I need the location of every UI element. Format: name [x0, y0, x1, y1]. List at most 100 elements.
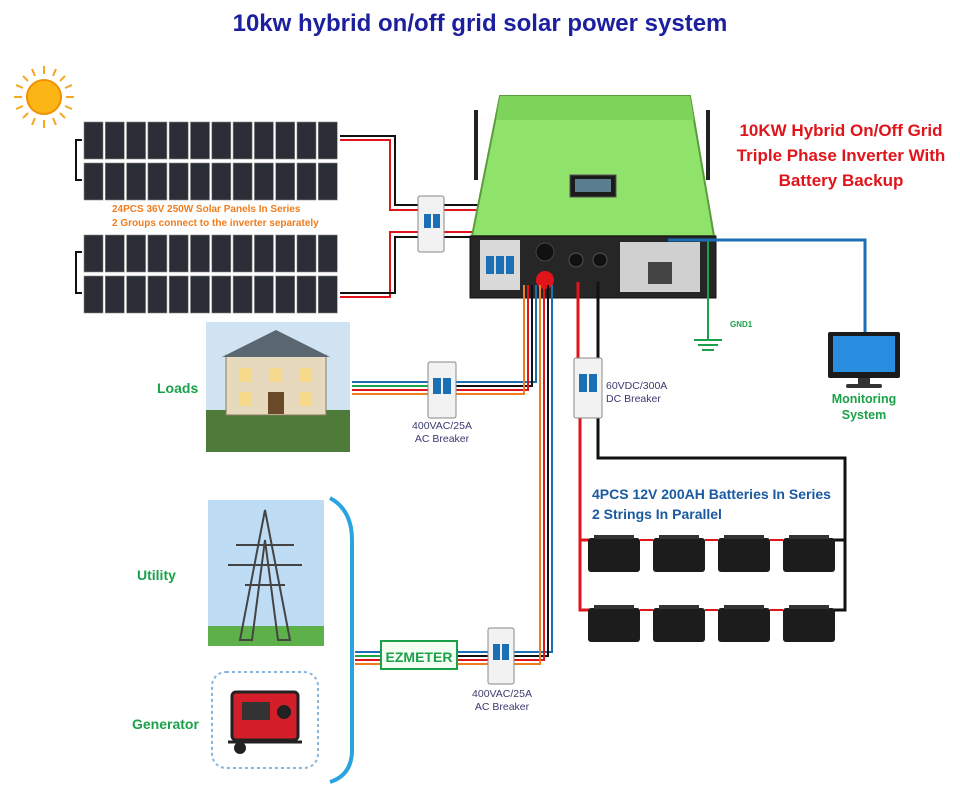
solar-panel-icon: [190, 275, 210, 314]
solar-panel-icon: [232, 234, 253, 273]
solar-caption-line1: 24PCS 36V 250W Solar Panels In Series: [112, 204, 301, 215]
grid-breaker-label: 400VAC/25A AC Breaker: [462, 688, 542, 714]
solar-panel-icon: [317, 275, 338, 314]
solar-array-bottom: [83, 234, 338, 314]
battery-icon: [588, 538, 640, 572]
monitor-icon: [828, 332, 900, 388]
inverter-caption-line2: Triple Phase Inverter With: [736, 146, 946, 165]
battery-icon: [588, 608, 640, 642]
solar-panel-icon: [254, 162, 274, 201]
inverter-caption-line3: Battery Backup: [778, 171, 904, 190]
loads-breaker-line2: AC Breaker: [414, 433, 470, 445]
solar-panel-icon: [105, 121, 125, 160]
solar-panel-icon: [317, 121, 338, 160]
battery-icon: [718, 538, 770, 572]
battery-top: [594, 535, 634, 539]
solar-panel-icon: [254, 121, 274, 160]
generator-label: Generator: [132, 716, 199, 732]
generator-image: [211, 671, 319, 769]
solar-panel-icon: [168, 162, 189, 201]
inverter-caption-line1: 10KW Hybrid On/Off Grid: [739, 121, 943, 140]
battery-icon: [653, 538, 705, 572]
battery-icon: [718, 608, 770, 642]
solar-panel-icon: [126, 234, 146, 273]
solar-panel-icon: [211, 121, 232, 160]
solar-panel-icon: [168, 234, 189, 273]
solar-panel-icon: [296, 275, 317, 314]
house-image: [206, 322, 350, 452]
page-title: 10kw hybrid on/off grid solar power syst…: [232, 10, 728, 37]
solar-panel-icon: [254, 275, 274, 314]
solar-panel-icon: [190, 234, 210, 273]
battery-bank: [588, 535, 835, 642]
solar-panel-icon: [105, 162, 125, 201]
solar-panel-icon: [296, 234, 317, 273]
inverter-caption: 10KW Hybrid On/Off Grid Triple Phase Inv…: [712, 118, 960, 193]
solar-panel-icon: [232, 275, 253, 314]
solar-panel-icon: [296, 121, 317, 160]
battery-top: [659, 605, 699, 609]
battery-caption-line1: 4PCS 12V 200AH Batteries In Series: [592, 486, 831, 502]
solar-panel-icon: [275, 162, 296, 201]
battery-icon: [783, 608, 835, 642]
solar-panel-icon: [83, 275, 104, 314]
solar-panel-icon: [190, 162, 210, 201]
battery-top: [594, 605, 634, 609]
solar-panel-icon: [275, 121, 296, 160]
solar-panel-icon: [147, 275, 168, 314]
solar-panel-icon: [275, 234, 296, 273]
battery-caption-line2: 2 Strings In Parallel: [592, 506, 722, 522]
solar-panel-icon: [126, 121, 146, 160]
tower-image: [208, 500, 324, 646]
solar-caption: 24PCS 36V 250W Solar Panels In Series 2 …: [112, 203, 319, 231]
dc-breaker-line1: 60VDC/300A: [606, 380, 668, 392]
inverter-image: [469, 95, 717, 299]
battery-caption: 4PCS 12V 200AH Batteries In Series 2 Str…: [592, 484, 831, 524]
solar-panel-icon: [317, 234, 338, 273]
solar-panel-icon: [126, 162, 146, 201]
solar-panel-icon: [105, 275, 125, 314]
solar-panel-icon: [105, 234, 125, 273]
solar-panel-icon: [147, 162, 168, 201]
sun-icon: [14, 66, 74, 128]
utility-label: Utility: [137, 567, 176, 583]
ground-label: GND1: [730, 320, 753, 329]
solar-panel-icon: [83, 121, 104, 160]
pv-breaker-icon: [417, 195, 445, 253]
loads-label: Loads: [157, 380, 199, 396]
loads-breaker-line1: 400VAC/25A: [412, 420, 472, 432]
ezmeter-box: EZMETER: [380, 640, 458, 670]
monitoring-line1: Monitoring: [831, 392, 897, 406]
loads-breaker-icon: [427, 361, 457, 419]
battery-top: [724, 535, 764, 539]
solar-panel-icon: [232, 121, 253, 160]
solar-panel-icon: [147, 121, 168, 160]
solar-panel-icon: [190, 121, 210, 160]
grid-breaker-line2: AC Breaker: [474, 701, 530, 713]
solar-panel-icon: [211, 162, 232, 201]
monitoring-line2: System: [841, 408, 887, 422]
grid-breaker-icon: [487, 627, 515, 685]
battery-top: [789, 535, 829, 539]
solar-panel-icon: [83, 234, 104, 273]
solar-panel-icon: [168, 121, 189, 160]
solar-panel-icon: [168, 275, 189, 314]
solar-array-top: [83, 121, 338, 201]
battery-top: [789, 605, 829, 609]
battery-icon: [783, 538, 835, 572]
solar-panel-icon: [275, 275, 296, 314]
battery-top: [659, 535, 699, 539]
loads-breaker-label: 400VAC/25A AC Breaker: [404, 420, 480, 446]
monitoring-label: Monitoring System: [818, 391, 910, 423]
solar-panel-icon: [126, 275, 146, 314]
solar-panel-icon: [83, 162, 104, 201]
solar-panel-icon: [296, 162, 317, 201]
solar-panel-icon: [232, 162, 253, 201]
battery-icon: [653, 608, 705, 642]
ground-icon: [694, 240, 722, 351]
solar-panel-icon: [254, 234, 274, 273]
solar-panel-icon: [317, 162, 338, 201]
solar-caption-line2: 2 Groups connect to the inverter separat…: [112, 218, 319, 229]
dc-breaker-icon: [573, 357, 603, 419]
